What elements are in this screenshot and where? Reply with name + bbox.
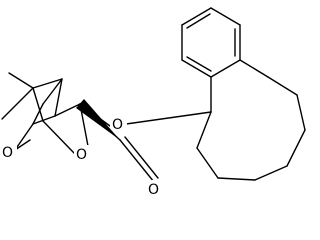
benzene-ring (181, 7, 241, 78)
ester-linkage (79, 103, 212, 183)
ester-oxygen-label: O (112, 117, 123, 133)
bridge-oxygen-label: O (76, 147, 87, 163)
carbonyl-oxygen-label: O (148, 182, 159, 198)
benzocyclononene-fragment (79, 7, 306, 183)
stereo-wedge-bond (76, 99, 120, 140)
camphanate-cage (1, 72, 89, 154)
ketone-oxygen-label: O (2, 145, 13, 161)
chemical-structure-diagram: O O O O (1, 7, 306, 198)
cyclononane-ring (196, 59, 306, 181)
